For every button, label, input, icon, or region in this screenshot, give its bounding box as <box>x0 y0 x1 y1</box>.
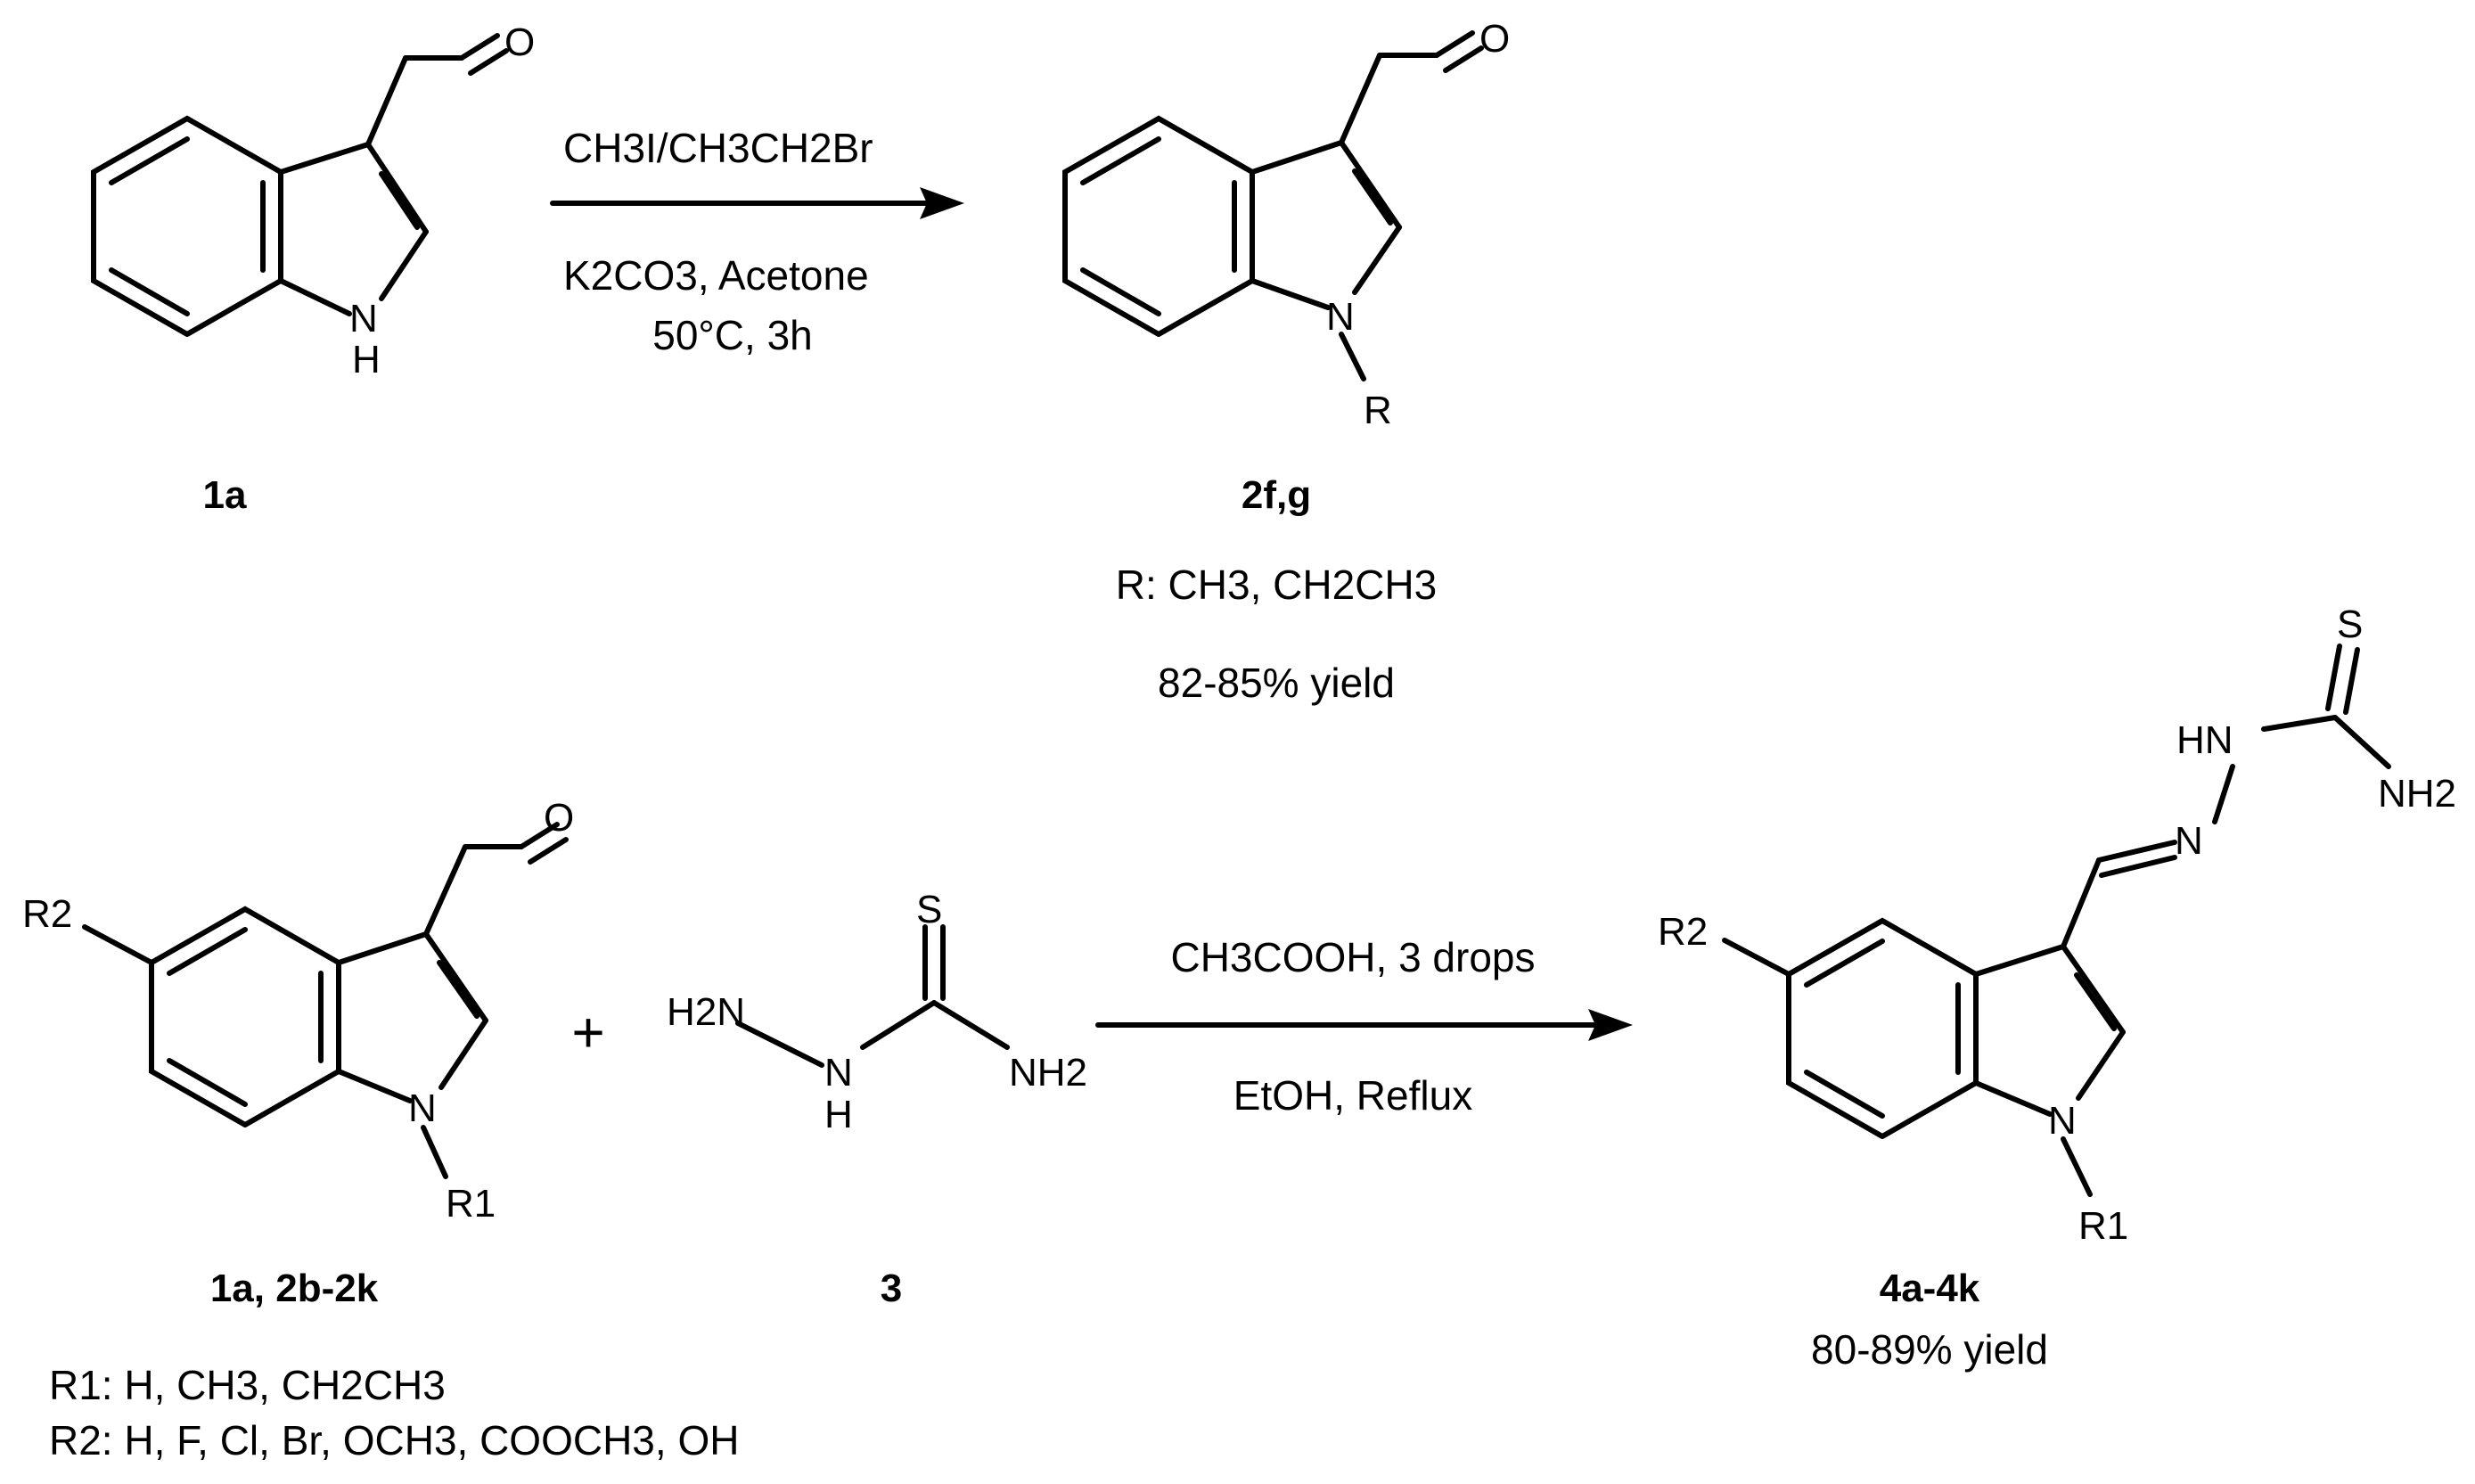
reaction-arrow-2 <box>1095 1009 1633 1041</box>
atom-h-3: H <box>824 1093 853 1136</box>
atom-s-4: S <box>2337 603 2363 646</box>
yield-4a-4k: 80-89% yield <box>1811 1326 2048 1373</box>
plus-sign: + <box>571 1000 604 1064</box>
atom-oxygen-2fg: O <box>1479 17 1510 61</box>
molecule-3: S H2N N H NH2 <box>667 888 1087 1136</box>
label-1a: 1a <box>203 473 247 517</box>
reagent-temperature-time: 50°C, 3h <box>652 312 813 358</box>
molecule-2fg: O N R <box>1062 17 1510 432</box>
reagent-acetic-acid: CH3COOH, 3 drops <box>1170 934 1535 980</box>
atom-oxygen-1a-2b-2k: O <box>544 796 574 840</box>
substituent-r2-list: R2: H, F, Cl, Br, OCH3, COOCH3, OH <box>49 1417 739 1464</box>
atom-s-3: S <box>916 888 942 931</box>
reagent-k2co3-acetone: K2CO3, Acetone <box>563 252 869 299</box>
molecule-1a-2b-2k: O N R1 R2 <box>22 796 574 1226</box>
atom-r1-4: R1 <box>2078 1204 2128 1248</box>
atom-nitrogen-nh: N <box>349 297 378 340</box>
atom-nitrogen-2fg: N <box>1326 295 1355 339</box>
molecule-1a: O N H <box>91 20 535 381</box>
reagent-etoh-reflux: EtOH, Reflux <box>1233 1072 1472 1119</box>
label-1a-2b-2k: 1a, 2b-2k <box>210 1267 379 1310</box>
atom-r2-1a-2b-2k: R2 <box>22 892 72 936</box>
atom-nitrogen-4: N <box>2048 1099 2077 1143</box>
atom-oxygen: O <box>504 20 535 64</box>
substituent-r1-list: R1: H, CH3, CH2CH3 <box>49 1362 446 1408</box>
atom-nh2-4: NH2 <box>2378 772 2456 816</box>
atom-hn-4: HN <box>2176 718 2233 762</box>
yield-2fg: 82-85% yield <box>1158 660 1395 706</box>
label-3: 3 <box>881 1267 902 1310</box>
atom-n-imine-4: N <box>2175 819 2203 863</box>
reaction-arrow-1 <box>550 187 964 219</box>
atom-r2-4: R2 <box>1658 910 1708 954</box>
label-2fg: 2f,g <box>1242 473 1311 517</box>
atom-r1-1a-2b-2k: R1 <box>446 1182 496 1226</box>
atom-r-2fg: R <box>1364 389 1392 432</box>
atom-nh-3: N <box>824 1051 853 1095</box>
atom-h2n-3: H2N <box>667 990 745 1034</box>
atom-hydrogen: H <box>352 338 381 381</box>
substituent-r: R: CH3, CH2CH3 <box>1116 562 1437 608</box>
reagent-ch3i-ch3ch2br: CH3I/CH3CH2Br <box>563 125 873 171</box>
molecule-4a-4k: S HN NH2 N N R1 R2 <box>1658 603 2456 1248</box>
atom-nh2-3: NH2 <box>1009 1051 1087 1095</box>
label-4a-4k: 4a-4k <box>1880 1267 1980 1310</box>
molecule-1a-bonds <box>91 115 283 337</box>
atom-nitrogen-1a-2b-2k: N <box>408 1086 437 1130</box>
